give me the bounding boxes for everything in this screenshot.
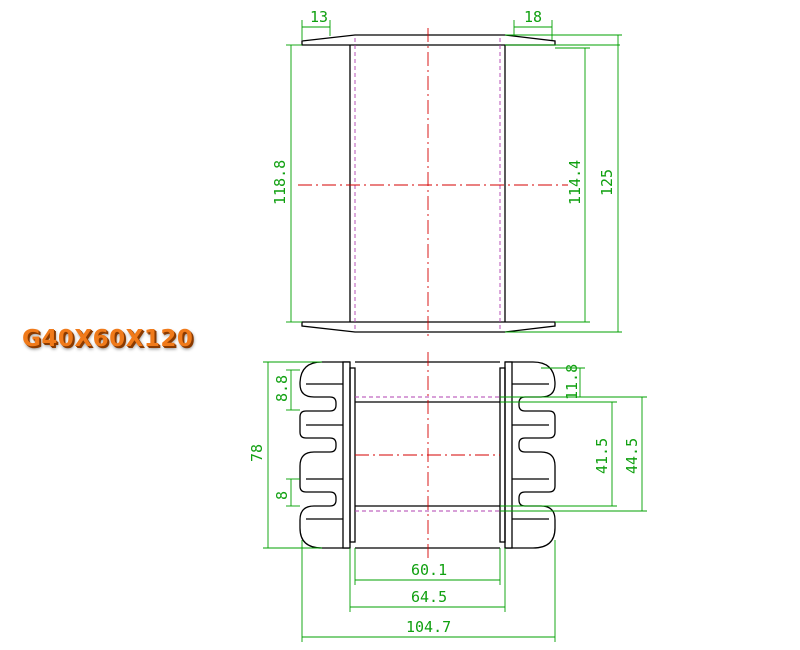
bottom-flange bbox=[301, 321, 556, 333]
end-view: 8.8 8 78 11.8 41.5 44.5 60.1 bbox=[248, 352, 647, 642]
right-flange-outer bbox=[504, 361, 513, 549]
dim-114-4: 114.4 bbox=[566, 160, 584, 205]
dim-78: 78 bbox=[248, 444, 266, 462]
dim-11-8: 11.8 bbox=[563, 364, 581, 400]
dim-41-5: 41.5 bbox=[593, 438, 611, 474]
right-flange-inner bbox=[499, 367, 506, 543]
side-view: 13 18 118.8 114.4 125 bbox=[271, 8, 622, 338]
top-flange bbox=[301, 34, 556, 46]
dim-60-1: 60.1 bbox=[411, 561, 447, 579]
left-flange-inner bbox=[349, 367, 356, 543]
model-label: G40X60X120 bbox=[22, 326, 194, 352]
dim-104-7: 104.7 bbox=[406, 618, 451, 636]
right-slots bbox=[507, 383, 549, 520]
dim-13: 13 bbox=[310, 8, 328, 26]
dim-8: 8 bbox=[273, 491, 291, 500]
dim-125: 125 bbox=[598, 169, 616, 196]
left-slots bbox=[306, 383, 348, 520]
dim-44-5: 44.5 bbox=[623, 438, 641, 474]
dim-64-5: 64.5 bbox=[411, 588, 447, 606]
dim-8-8: 8.8 bbox=[273, 375, 291, 402]
left-comb-plate bbox=[299, 361, 350, 549]
dim-118-8: 118.8 bbox=[271, 160, 289, 205]
left-flange-outer bbox=[342, 361, 351, 549]
dim-18: 18 bbox=[524, 8, 542, 26]
